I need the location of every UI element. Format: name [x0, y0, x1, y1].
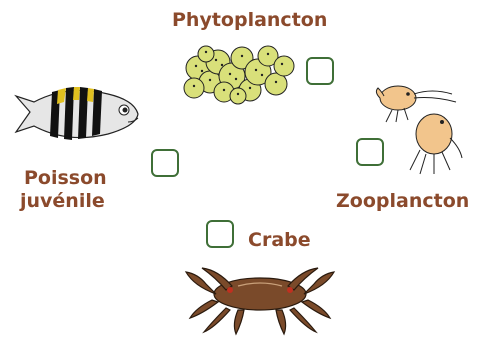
label-phytoplankton: Phytoplancton — [172, 9, 327, 31]
checkbox-phytoplankton[interactable] — [306, 57, 334, 85]
crab-icon — [172, 264, 348, 336]
zooplankton-icon — [372, 78, 468, 178]
phytoplankton-icon — [180, 38, 296, 106]
label-fish-line2: juvénile — [20, 190, 105, 212]
fish-icon — [8, 82, 144, 148]
label-crab: Crabe — [248, 229, 311, 251]
checkbox-fish[interactable] — [151, 149, 179, 177]
label-zooplankton: Zooplancton — [336, 190, 469, 212]
label-fish-line1: Poisson — [24, 167, 107, 189]
checkbox-crab[interactable] — [206, 220, 234, 248]
